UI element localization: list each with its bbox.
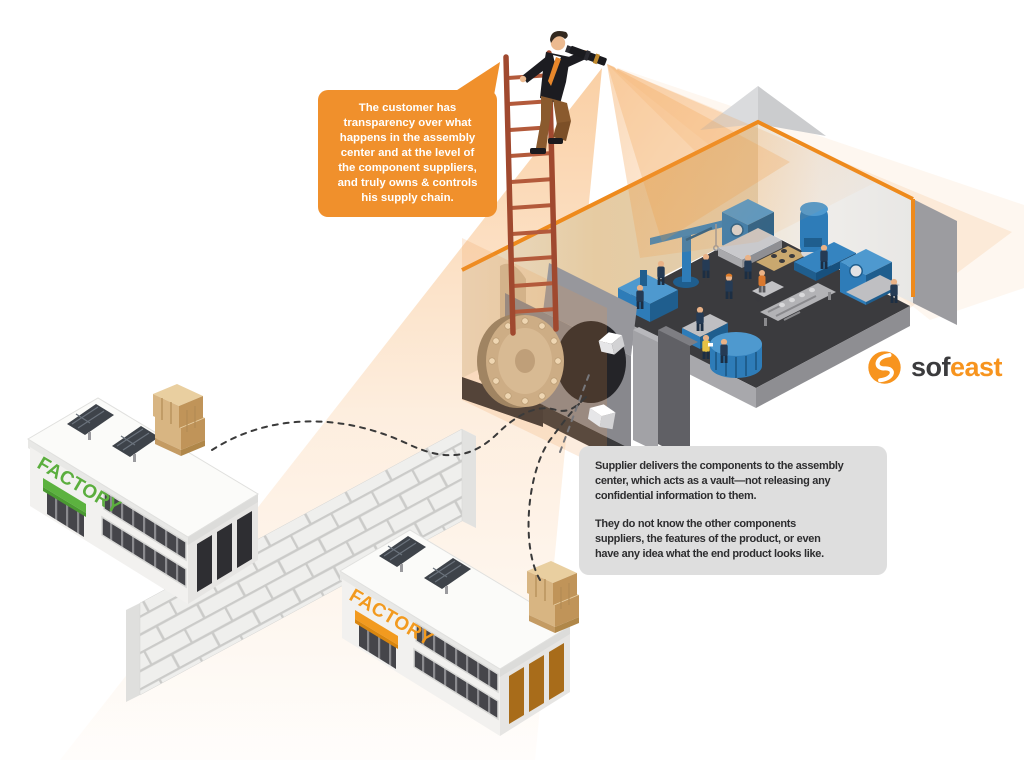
callout-supplier-line: confidential information to them. xyxy=(595,489,757,502)
parts-tray xyxy=(756,246,806,271)
sofeast-wordmark: sofeast xyxy=(911,352,1003,382)
window-band-1 xyxy=(415,621,499,694)
wall-left-cap xyxy=(126,603,140,702)
shoe xyxy=(530,148,546,154)
component-path-2 xyxy=(527,396,587,581)
roof-fascia-end xyxy=(188,494,258,546)
pallet-2 xyxy=(527,561,579,633)
solar-panel xyxy=(67,404,114,440)
logo-text-sof: sof xyxy=(911,352,951,382)
callout-supplier-paragraph-2: They do not know the other components su… xyxy=(595,517,873,562)
callout-customer: The customer has transparency over what … xyxy=(318,90,497,218)
loading-dock xyxy=(47,492,84,537)
worker-orange-hat xyxy=(725,273,733,299)
round-tank xyxy=(710,332,762,378)
lathe-machine xyxy=(618,270,678,322)
pants-raised-shin xyxy=(553,121,571,141)
window-band-1 xyxy=(103,489,187,562)
pants-standing-leg xyxy=(536,96,553,150)
head xyxy=(550,35,566,51)
component-box-1 xyxy=(598,332,625,355)
light-flare xyxy=(608,57,622,70)
vault-column-dark-top xyxy=(658,326,698,346)
callout-customer-line: the component suppliers, xyxy=(338,162,477,175)
grinder-machine xyxy=(840,249,900,305)
factory-2: FACTORY xyxy=(339,529,571,736)
solar-panel xyxy=(424,558,471,594)
callout-customer-line: center and at the level of xyxy=(340,147,475,160)
exterior-right-wall xyxy=(913,199,957,325)
workers xyxy=(636,244,898,363)
component-box-2 xyxy=(587,404,616,430)
beam-right-hot xyxy=(607,64,790,242)
vault-column-light-top xyxy=(633,327,664,342)
callout-customer-line: and truly owns & controls xyxy=(337,177,478,190)
end-wall-panels xyxy=(197,511,252,592)
vault-column-light xyxy=(633,330,658,452)
roof-fascia-end xyxy=(500,626,570,678)
spyglass-man xyxy=(519,31,622,154)
wall-right-cap xyxy=(462,429,476,528)
floor-slab-right xyxy=(756,306,910,408)
callout-customer-line: happens in the assembly xyxy=(339,132,476,145)
logo-text-east: east xyxy=(950,352,1003,382)
pallet-1 xyxy=(153,384,205,456)
vault-door xyxy=(477,314,564,408)
loading-dock xyxy=(359,624,396,669)
tie xyxy=(548,57,561,86)
shoe xyxy=(548,138,563,144)
roof-gap-right xyxy=(758,86,826,136)
pants-raised-thigh xyxy=(553,99,571,125)
beam-right-core xyxy=(607,64,880,258)
vault-column-dark xyxy=(658,330,690,460)
worker-orange-shirt xyxy=(758,270,766,293)
solar-panel xyxy=(379,536,426,572)
suit-torso xyxy=(540,52,570,104)
sofeast-logo-mark-icon xyxy=(868,351,901,384)
component-path-1 xyxy=(211,393,589,457)
factory-1: FACTORY xyxy=(27,397,259,604)
left-hand xyxy=(519,75,527,83)
callout-supplier-line: Supplier delivers the components to the … xyxy=(595,460,844,472)
component-path-inside-vault xyxy=(559,371,591,453)
callout-supplier-line: center, which acts as a vault—not releas… xyxy=(595,474,831,487)
callout-supplier-line: suppliers, the features of the product, … xyxy=(595,532,821,545)
window-band-2 xyxy=(413,647,499,721)
end-wall-panels xyxy=(509,643,564,724)
conveyor-rack xyxy=(760,283,836,326)
awning xyxy=(355,610,398,645)
callout-customer-line: The customer has xyxy=(358,102,457,114)
callout-supplier-paragraph-1: Supplier delivers the components to the … xyxy=(595,459,873,504)
hair xyxy=(550,31,568,43)
callout-supplier: Supplier delivers the components to the … xyxy=(579,446,887,575)
awning xyxy=(43,478,86,513)
callout-customer-line: transparency over what xyxy=(343,117,472,130)
awning-lip xyxy=(43,487,86,517)
callout-supplier-line: They do not know the other components xyxy=(595,517,796,530)
worker-yellow-vest xyxy=(702,334,713,359)
delivery-paths xyxy=(211,371,591,581)
solar-panel xyxy=(112,426,159,462)
callout-customer-line: his supply chain. xyxy=(361,192,454,205)
cart xyxy=(752,281,784,302)
window-band-2 xyxy=(101,515,187,589)
sofeast-logo: sofeast xyxy=(866,349,1003,386)
awning-lip xyxy=(355,619,398,649)
wall-front-face xyxy=(139,428,463,696)
telescope-icon xyxy=(564,45,607,66)
callout-supplier-line: have any idea what the end product looks… xyxy=(595,547,824,560)
